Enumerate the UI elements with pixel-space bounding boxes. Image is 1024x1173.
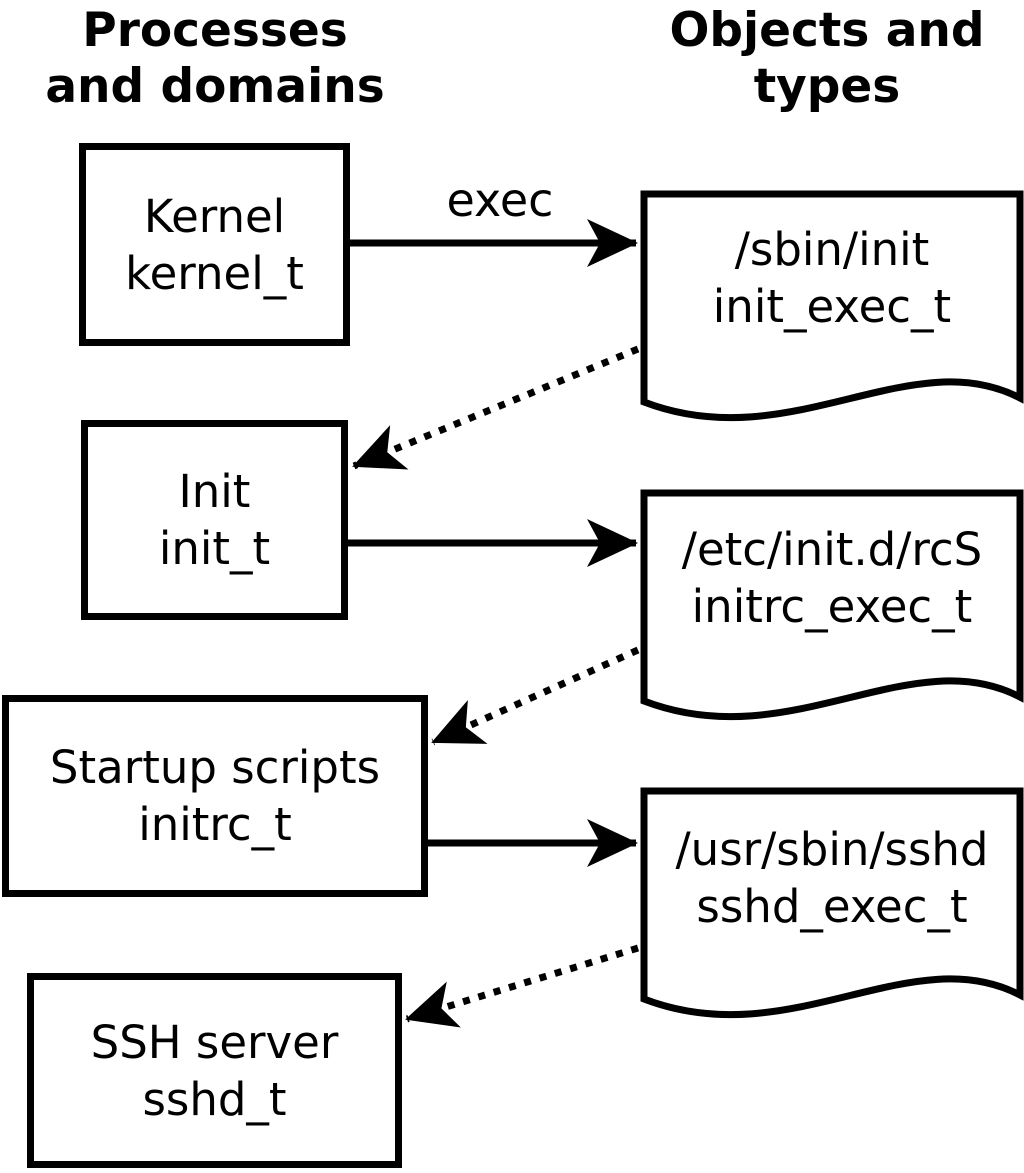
document-shape-initrc-exec [640,489,1024,720]
process-node-kernel: Kernel kernel_t [79,143,350,346]
left-column-heading-line2: and domains [45,59,385,114]
left-column-heading: Processes and domains [25,3,405,115]
exec-arrow-label: exec [446,173,554,227]
process-name: Init [178,465,251,518]
object-path: /etc/init.d/rcS [681,523,983,576]
object-path: /usr/sbin/sshd [675,823,989,876]
process-node-sshd: SSH server sshd_t [27,973,402,1168]
transition-arrow-init-exec-to-init [352,345,640,470]
process-type: kernel_t [125,246,304,300]
right-column-heading-line2: types [753,59,901,114]
object-node-init-exec-label: /sbin/init init_exec_t [644,221,1020,335]
process-node-init: Init init_t [81,420,348,620]
object-type: sshd_exec_t [696,880,968,933]
process-name: Startup scripts [49,741,381,794]
process-node-initrc: Startup scripts initrc_t [2,695,428,897]
object-node-sshd-exec-label: /usr/sbin/sshd sshd_exec_t [644,821,1020,935]
left-column-heading-line1: Processes [82,3,348,58]
process-type: initrc_t [138,798,292,851]
right-column-heading-line1: Objects and [669,3,985,58]
process-name: Kernel [143,189,286,243]
object-node-initrc-exec-label: /etc/init.d/rcS initrc_exec_t [644,521,1020,635]
right-column-heading: Objects and types [637,3,1017,115]
document-shape-sshd-exec [640,787,1024,1018]
transition-arrow-initrc-exec-to-initrc [431,646,640,746]
process-type: sshd_t [142,1072,287,1126]
document-shape-init-exec [640,190,1024,421]
transition-arrow-sshd-exec-to-sshd [405,944,640,1028]
object-type: init_exec_t [712,280,952,333]
process-type: init_t [158,522,271,575]
object-path: /sbin/init [734,223,930,276]
object-type: initrc_exec_t [691,580,973,633]
process-name: SSH server [90,1015,339,1069]
